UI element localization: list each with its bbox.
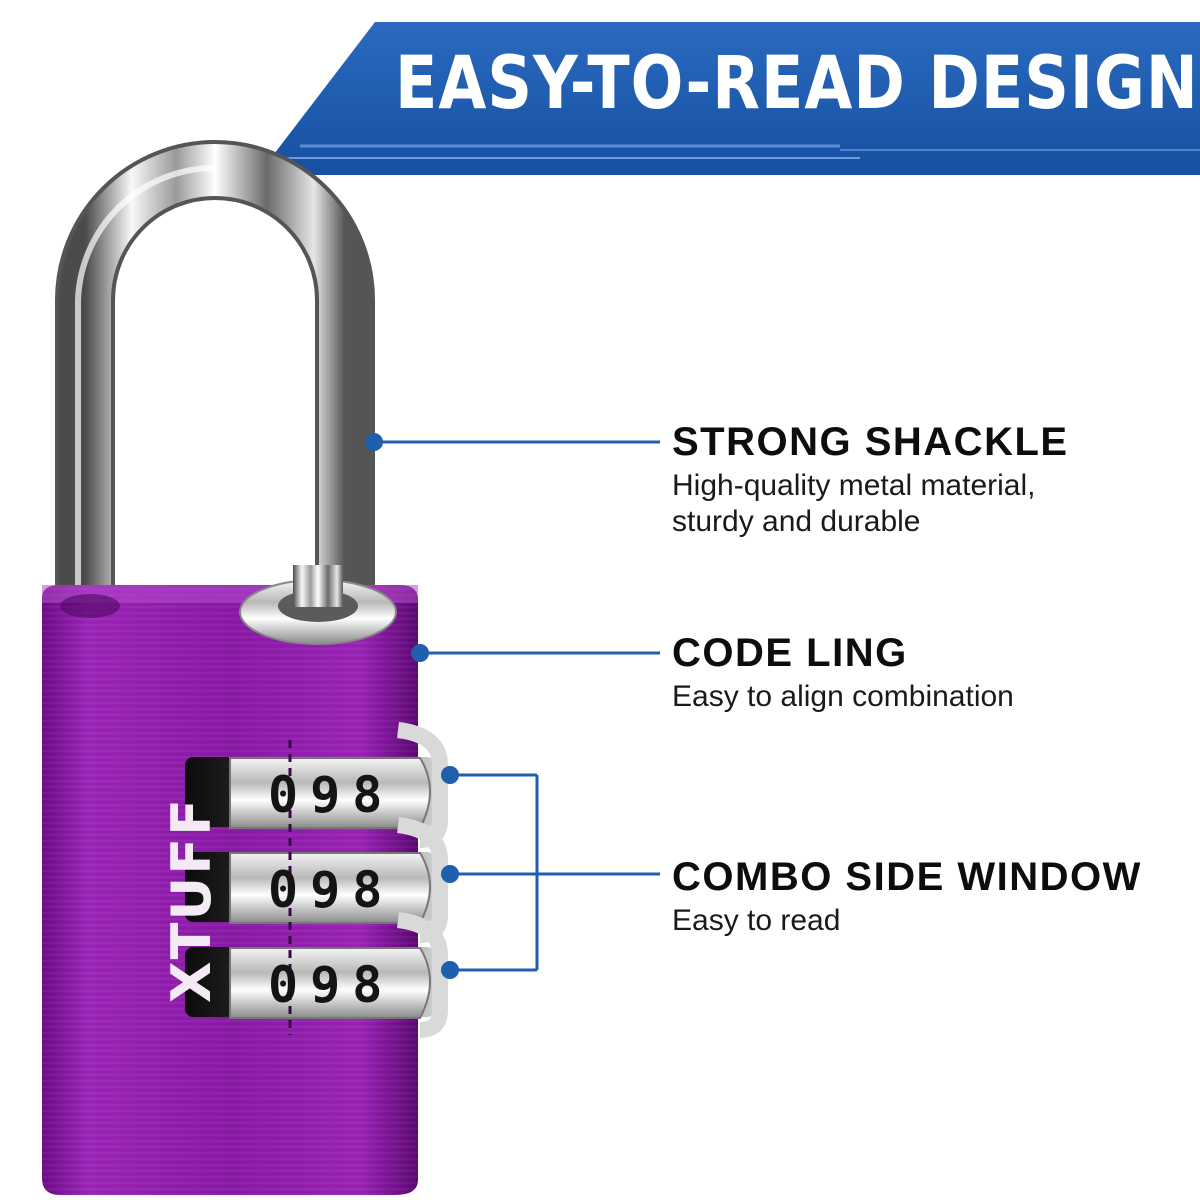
feature-strong-shackle: STRONG SHACKLE High-quality metal materi…: [672, 420, 1192, 540]
dial-3: [185, 912, 448, 1038]
feature-title: CODE LING: [672, 631, 908, 675]
feature-title: COMBO SIDE WINDOW: [672, 855, 1142, 899]
callout-code-ring-line: [411, 644, 660, 662]
feature-description: Easy to align combination: [672, 680, 1014, 713]
callout-shackle-line: [365, 433, 660, 451]
feature-description: Easy to read: [672, 904, 841, 937]
dial-2-digits: 098: [268, 861, 395, 919]
banner-shape: [258, 22, 1200, 175]
feature-combo-side-window: COMBO SIDE WINDOW Easy to read: [672, 855, 1192, 939]
feature-title: STRONG SHACKLE: [672, 420, 1069, 464]
callout-side-window-line: [441, 766, 660, 979]
dial-1-digits: 098: [268, 766, 395, 824]
header-banner: EASY-TO-READ DESIGN: [0, 0, 1200, 180]
dial-3-digits: 098: [268, 956, 395, 1014]
feature-code-ring: CODE LING Easy to align combination: [672, 631, 1192, 715]
feature-description: High-quality metal material, sturdy and …: [672, 469, 1036, 538]
dial-2: [185, 817, 448, 943]
banner-title: EASY-TO-READ DESIGN: [395, 39, 1199, 126]
